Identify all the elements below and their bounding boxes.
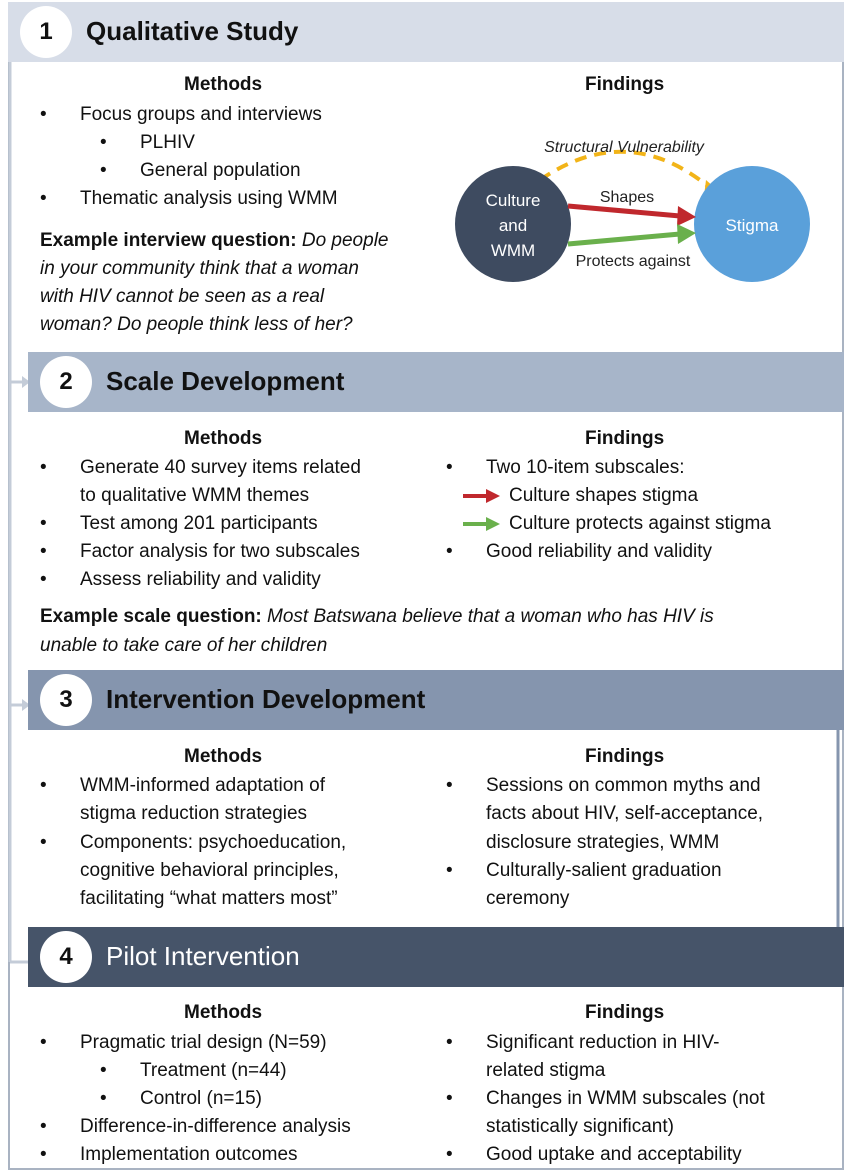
- stage4-finding-1b: related stigma: [486, 1060, 606, 1081]
- culture-node: [455, 166, 571, 282]
- stage1-example-line3: with HIV cannot be seen as a real: [40, 286, 325, 307]
- stage2-finding-3: Culture protects against stigma: [509, 513, 771, 534]
- stage4-header: 4 Pilot Intervention: [28, 927, 844, 987]
- stigma-node: [694, 166, 810, 282]
- stage1-example-line1: Example interview question: Do people: [40, 230, 389, 251]
- stage1-method-2: PLHIV: [100, 129, 195, 157]
- stage4-method-3: Control (n=15): [100, 1085, 262, 1113]
- stage4-finding-2: Changes in WMM subscales (not: [446, 1085, 765, 1113]
- node-left-line3: WMM: [491, 241, 535, 260]
- stage2-finding-1: Two 10-item subscales:: [446, 454, 684, 482]
- stage2-example-line2: unable to take care of her children: [40, 635, 328, 656]
- stage2-method-3: Factor analysis for two subscales: [40, 538, 360, 566]
- stage4-findings-header: Findings: [585, 1002, 665, 1023]
- stage1-method-3: General population: [100, 157, 300, 185]
- green-arrow: [567, 231, 681, 247]
- green-label: Protects against: [576, 253, 691, 270]
- stage2-method-1b: to qualitative WMM themes: [80, 485, 310, 506]
- stage1-findings-header: Findings: [585, 74, 665, 95]
- stage3-finding-2: Culturally-salient graduation: [446, 857, 721, 885]
- stage4-finding-3: Good uptake and acceptability: [446, 1141, 742, 1169]
- stage4-method-4: Difference-in-difference analysis: [40, 1113, 351, 1141]
- stage1-example-line4: woman? Do people think less of her?: [40, 314, 353, 335]
- stage3-method-2: Components: psychoeducation,: [40, 829, 346, 857]
- stage3-method-1: WMM-informed adaptation of: [40, 772, 325, 800]
- stage4-method-1: Pragmatic trial design (N=59): [40, 1029, 327, 1057]
- stage2-method-2: Test among 201 participants: [40, 510, 318, 538]
- red-arrow: [567, 203, 681, 219]
- stage3-method-2c: facilitating “what matters most”: [80, 888, 338, 909]
- stage2-number: 2: [40, 356, 92, 408]
- stage4-method-2: Treatment (n=44): [100, 1057, 287, 1085]
- stage2-finding-2: Culture shapes stigma: [509, 485, 699, 506]
- green-legend-arrow: [486, 517, 500, 531]
- stage3-method-1b: stigma reduction strategies: [80, 803, 308, 824]
- node-right-label: Stigma: [726, 216, 779, 235]
- stage3-finding-1b: facts about HIV, self-acceptance,: [486, 803, 764, 824]
- stage1-title: Qualitative Study: [86, 16, 299, 46]
- stage2-finding-4: Good reliability and validity: [446, 538, 712, 566]
- red-legend-arrow: [486, 489, 500, 503]
- stage1-method-4: Thematic analysis using WMM: [40, 185, 338, 213]
- dashed-label: Structural Vulnerability: [544, 139, 705, 156]
- dashed-arrow: [538, 149, 717, 194]
- stage3-methods-header: Methods: [184, 746, 263, 767]
- stage3-method-2b: cognitive behavioral principles,: [80, 860, 339, 881]
- stage4-number: 4: [40, 931, 92, 983]
- stage3-header: 3 Intervention Development: [28, 670, 844, 730]
- stage2-method-4: Assess reliability and validity: [40, 566, 321, 594]
- stage3-finding-1c: disclosure strategies, WMM: [486, 832, 720, 853]
- stage3-number: 3: [40, 674, 92, 726]
- stage3-finding-1: Sessions on common myths and: [446, 772, 761, 800]
- stage4-finding-2b: statistically significant): [486, 1116, 674, 1137]
- stage1-header: 1 Qualitative Study: [8, 2, 844, 62]
- stage1-number: 1: [20, 6, 72, 58]
- node-left-line1: Culture: [486, 191, 541, 210]
- stage2-methods-header: Methods: [184, 428, 263, 449]
- stage4-method-5: Implementation outcomes: [40, 1141, 297, 1169]
- stage2-header: 2 Scale Development: [28, 352, 844, 412]
- stage4-methods-header: Methods: [184, 1002, 263, 1023]
- stage3-title: Intervention Development: [106, 684, 426, 714]
- stage4-finding-1: Significant reduction in HIV-: [446, 1029, 719, 1057]
- stage1-method-1: Focus groups and interviews: [40, 101, 322, 129]
- stage1-methods-header: Methods: [184, 74, 263, 95]
- stage2-method-1: Generate 40 survey items related: [40, 454, 361, 482]
- stage2-findings-header: Findings: [585, 428, 665, 449]
- stage3-findings-header: Findings: [585, 746, 665, 767]
- stage3-finding-2b: ceremony: [486, 888, 570, 909]
- stage1-example-line2: in your community think that a woman: [40, 258, 359, 279]
- stage4-title: Pilot Intervention: [106, 941, 300, 971]
- stage2-title: Scale Development: [106, 366, 345, 396]
- stage2-example-line1: Example scale question: Most Batswana be…: [40, 606, 714, 627]
- red-label: Shapes: [600, 189, 654, 206]
- node-left-line2: and: [499, 216, 527, 235]
